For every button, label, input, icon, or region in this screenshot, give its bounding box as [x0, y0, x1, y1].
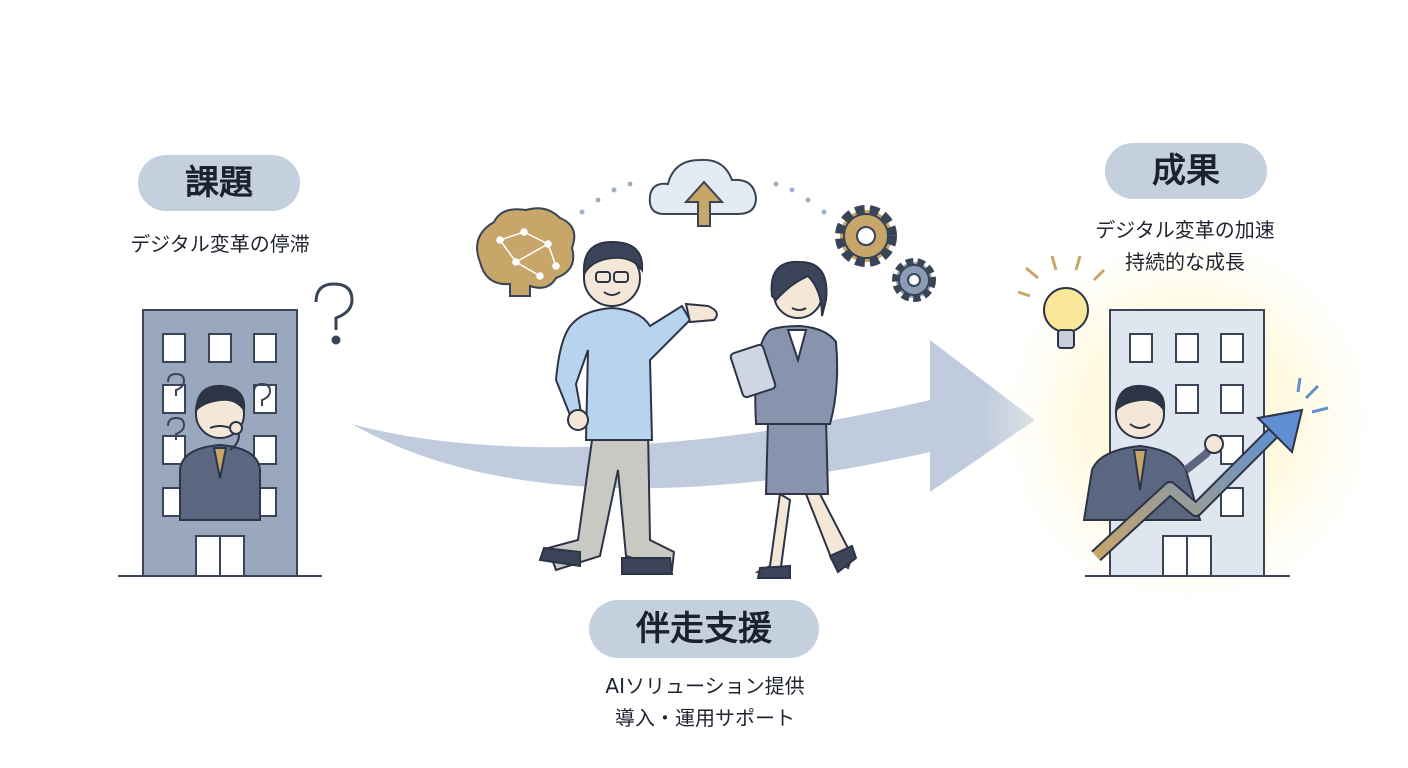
- dotted-arc: [579, 181, 827, 215]
- lightbulb-icon: [1017, 255, 1106, 349]
- problem-description: デジタル変革の停滞: [130, 232, 310, 256]
- growth-arrow-icon: [1091, 377, 1329, 562]
- support-description: AIソリューション提供 導入・運用サポート: [560, 670, 850, 734]
- flow-arrow: [352, 340, 1035, 492]
- support-desc-line2: 導入・運用サポート: [615, 706, 795, 730]
- cloud-upload-icon: [648, 158, 758, 227]
- gear-icon: [835, 205, 936, 302]
- result-title: 成果: [1105, 143, 1267, 199]
- result-desc-line1: デジタル変革の加速: [1095, 218, 1275, 242]
- consultant-woman: [729, 260, 858, 579]
- result-building: [1085, 309, 1290, 577]
- brain-icon: [476, 207, 576, 297]
- question-icon: [167, 282, 354, 440]
- support-desc-line1: AIソリューション提供: [605, 674, 805, 698]
- consultant-man: [538, 240, 718, 575]
- problem-title: 課題: [138, 155, 300, 211]
- problem-building: [118, 309, 322, 577]
- result-description: デジタル変革の加速 持続的な成長: [1060, 214, 1310, 278]
- support-title: 伴走支援: [589, 600, 819, 658]
- result-desc-line2: 持続的な成長: [1125, 250, 1245, 274]
- happy-person: [1082, 384, 1224, 521]
- worried-person: [179, 384, 261, 521]
